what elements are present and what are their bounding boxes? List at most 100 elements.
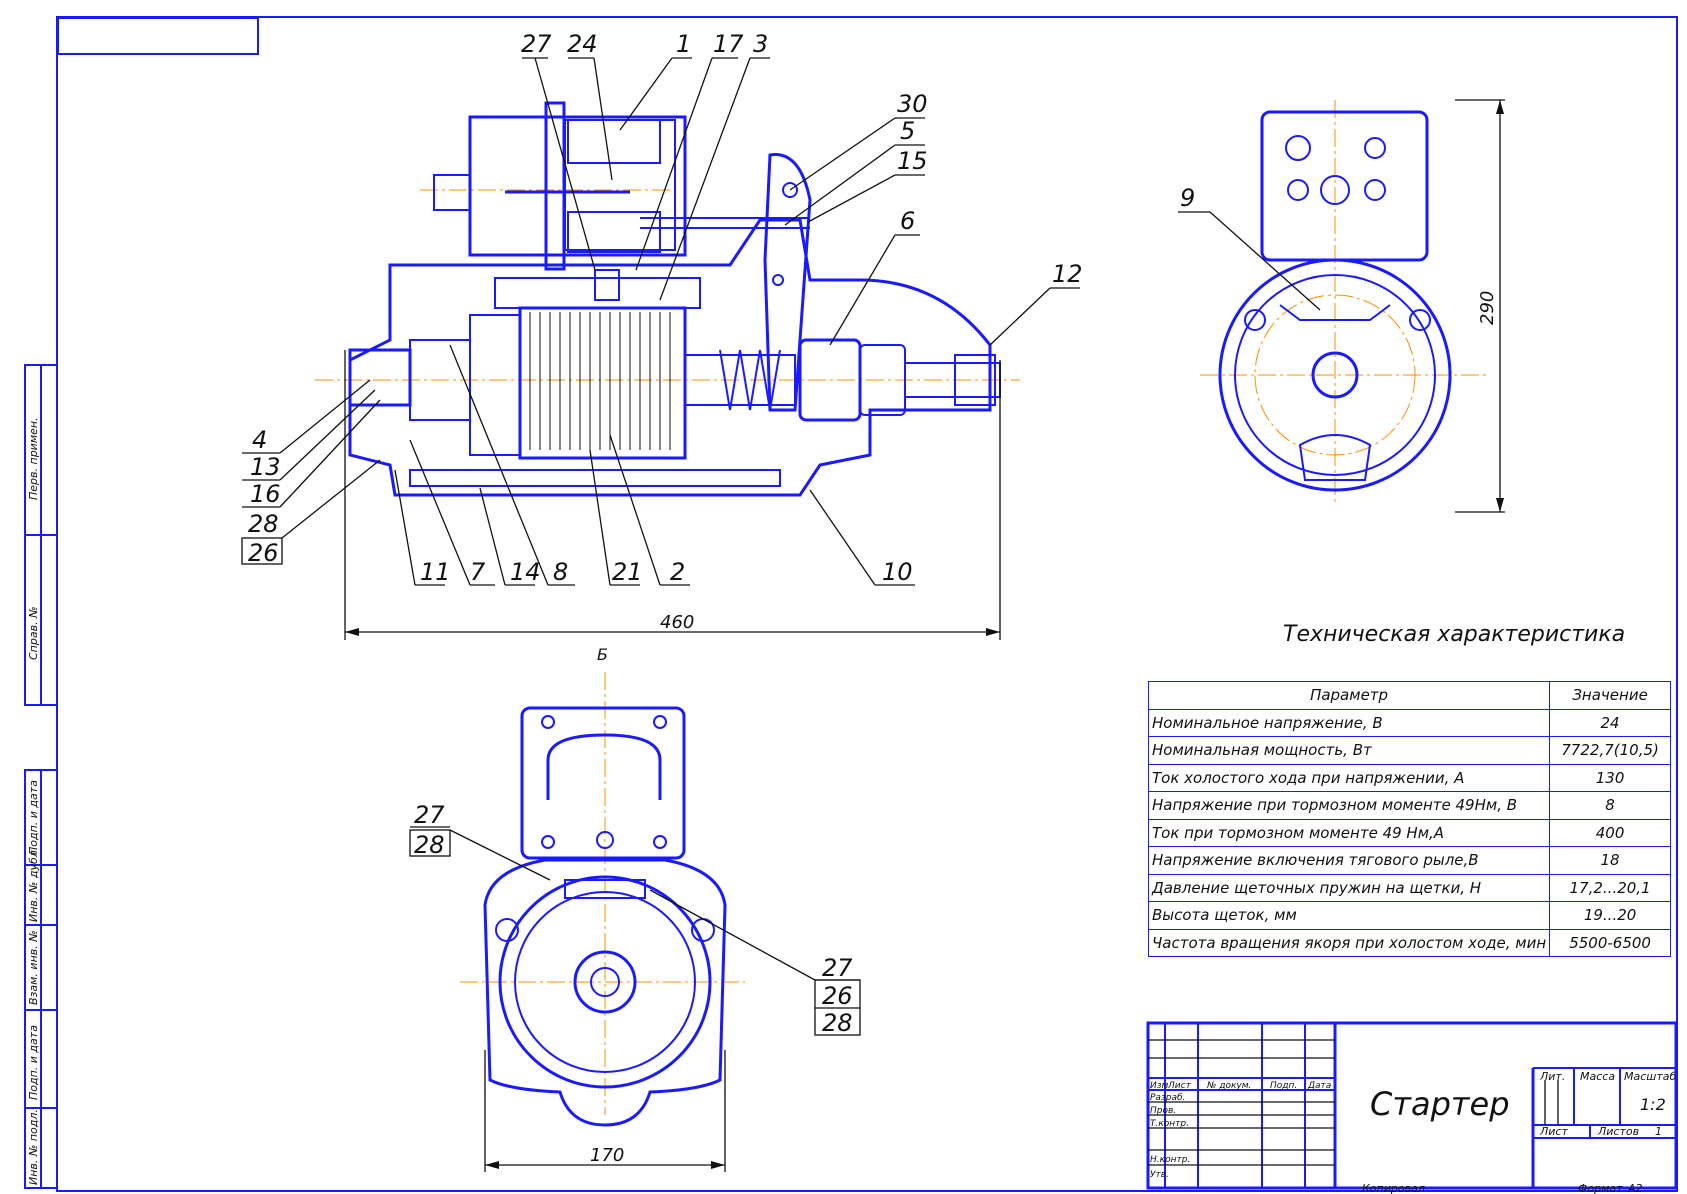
callout-side: 9 [1180,184,1195,212]
callout-front-left-2: 28 [414,831,445,859]
callout-right-5: 12 [1052,260,1083,288]
spec-param: Ток холостого хода при напряжении, А [1147,763,1551,792]
callout-front-left-1: 27 [414,801,445,829]
spec-value: 400 [1549,818,1671,847]
callouts-main: 27 24 1 17 3 30 5 15 6 12 4 13 16 28 26 … [241,30,1083,586]
callout-bottom-7: 10 [882,558,913,586]
side-label-inv-podl: Инв. № подл. [27,1109,40,1185]
spec-row: Напряжение при тормозном моменте 49Нм, В… [1147,791,1671,820]
callout-bottom-5: 21 [612,558,643,586]
tb-sheets: Листов [1597,1125,1639,1138]
sheet-frame [56,16,1678,1192]
side-label-perv-primen: Перв. примен. [27,417,40,500]
side-label-podp-data-1: Подп. и дата [27,780,40,855]
tb-row-utv: Утв. [1150,1170,1169,1180]
spec-header-row: Параметр Значение [1147,681,1671,710]
drawing-title: Стартер [1370,1085,1510,1123]
tb-col-date: Дата [1307,1081,1331,1091]
spec-value: 5500-6500 [1549,928,1671,957]
callout-bottom-3: 14 [510,558,541,586]
tb-copied: Копировал [1362,1182,1425,1194]
tb-sheet: Лист [1539,1125,1568,1138]
spec-value: 18 [1549,846,1671,875]
spec-param: Ток при тормозном моменте 49 Нм,А [1147,818,1551,847]
side-label-inv-dubl: Инв. № дубл. [27,847,40,922]
tb-row-razrab: Разраб. [1150,1093,1185,1103]
dimension-height-label: 290 [1477,291,1498,325]
top-left-stamp [57,17,259,55]
spec-value: 130 [1549,763,1671,792]
title-block: Изм Лист № докум. Подп. Дата Разраб. Про… [1146,1021,1678,1194]
starter-front-view: Б 27 28 27 26 28 170 [409,645,861,1172]
tb-row-prov: Пров. [1150,1106,1176,1116]
tb-sheets-value: 1 [1655,1125,1662,1138]
tb-row-tkontr: Т.контр. [1150,1119,1189,1129]
spec-param: Номинальная мощность, Вт [1147,736,1551,765]
tb-format: Формат [1578,1182,1623,1194]
callout-right-1: 30 [897,90,928,118]
callout-top-3: 1 [676,30,691,58]
tb-scale-value: 1:2 [1640,1095,1666,1114]
side-label-podp-data-2: Подп. и дата [27,1025,40,1100]
spec-value: 8 [1549,791,1671,820]
callout-right-3: 15 [897,147,928,175]
starter-end-view: 290 9 [1178,99,1505,513]
callout-bottom-2: 7 [470,558,486,586]
tb-col-doc: № докум. [1206,1081,1251,1091]
spec-header-value: Значение [1549,681,1671,710]
side-label-vzam-inv: Взам. инв. № [27,930,40,1005]
side-strip: Перв. примен. Справ. № Подп. и дата Инв.… [24,364,58,1189]
callout-front-right-3: 28 [822,1009,853,1037]
spec-param: Высота щеток, мм [1147,901,1551,930]
spec-table: Параметр Значение Номинальное напряжение… [1147,681,1671,957]
tb-lit: Лит. [1539,1070,1565,1083]
callout-bottom-1: 11 [420,558,451,586]
spec-value: 19...20 [1549,901,1671,930]
callout-left-5: 26 [248,539,279,567]
callout-top-2: 24 [567,30,598,58]
spec-value: 24 [1549,708,1671,737]
tb-col-list: Лист [1167,1081,1192,1091]
callout-front-right-2: 26 [822,982,853,1010]
callout-top-4: 17 [713,30,744,58]
spec-param: Частота вращения якоря при холостом ходе… [1147,928,1551,957]
tb-row-nkontr: Н.контр. [1150,1155,1190,1165]
section-label: Б [597,645,608,664]
spec-title: Техническая характеристика [1283,622,1626,647]
tb-mass: Масса [1580,1070,1615,1083]
callout-top-5: 3 [753,30,768,58]
dimension-width-label: 170 [590,1145,624,1166]
callout-left-1: 4 [252,426,267,454]
tb-scale: Масштаб [1624,1070,1676,1083]
callout-bottom-4: 8 [553,558,568,586]
callout-front-right-1: 27 [822,954,853,982]
side-label-sprav: Справ. № [27,606,40,660]
callout-left-3: 16 [250,480,281,508]
spec-value: 7722,7(10,5) [1549,736,1671,765]
callout-left-2: 13 [250,453,281,481]
spec-value: 17,2...20,1 [1549,873,1671,902]
tb-col-sign: Подп. [1270,1081,1297,1091]
callout-bottom-6: 2 [670,558,685,586]
spec-param: Номинальное напряжение, В [1147,708,1551,737]
spec-row: Частота вращения якоря при холостом ходе… [1147,928,1671,957]
callout-top-1: 27 [521,30,552,58]
dimension-length-label: 460 [660,612,694,633]
tb-format-value: А2 [1627,1182,1643,1194]
spec-param: Напряжение при тормозном моменте 49Нм, В [1147,791,1551,820]
tb-col-izm: Изм [1150,1081,1169,1091]
callout-left-4: 28 [248,510,279,538]
spec-param: Напряжение включения тягового рыле,В [1147,846,1551,875]
dimension-length: 460 [344,350,1001,640]
starter-section-view [315,101,1020,497]
callout-right-2: 5 [900,117,915,145]
callout-right-4: 6 [900,207,915,235]
